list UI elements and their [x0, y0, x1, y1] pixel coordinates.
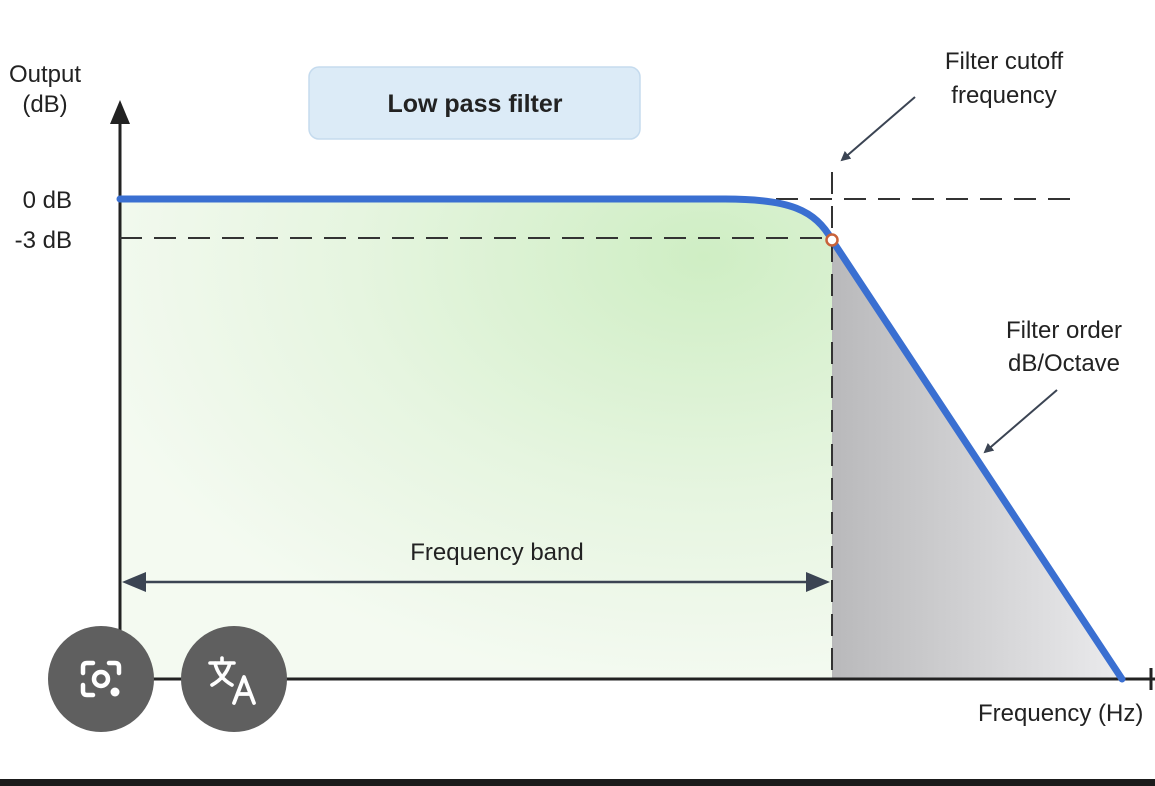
tick-0db: 0 dB [23, 187, 72, 214]
title-box [308, 66, 641, 140]
translate-button[interactable] [181, 626, 287, 732]
order-label-line1: Filter order [1006, 317, 1122, 344]
cutoff-point-marker [825, 233, 839, 247]
band-arrow-right [806, 572, 830, 592]
bottom-bar [0, 779, 1155, 786]
x-axis-label: Frequency (Hz) [978, 700, 1143, 727]
cutoff-pointer-arrow [840, 96, 916, 162]
lens-search-button[interactable] [48, 626, 154, 732]
y-axis-arrow [110, 100, 130, 124]
order-pointer-arrow [983, 389, 1058, 454]
passband-area [120, 199, 832, 679]
translate-icon [208, 656, 256, 705]
tick-minus3db: -3 dB [15, 227, 72, 254]
order-label-line2: dB/Octave [1008, 350, 1120, 377]
y-axis-label-line2: (dB) [22, 91, 67, 118]
band-arrow-left [122, 572, 146, 592]
cutoff-label-line2: frequency [951, 82, 1056, 109]
cutoff-label-line1: Filter cutoff [945, 48, 1064, 75]
diagram-title: Low pass filter [387, 90, 562, 118]
band-label: Frequency band [410, 539, 583, 566]
camera-search-icon [80, 660, 122, 698]
y-axis-label-line1: Output [9, 61, 81, 88]
